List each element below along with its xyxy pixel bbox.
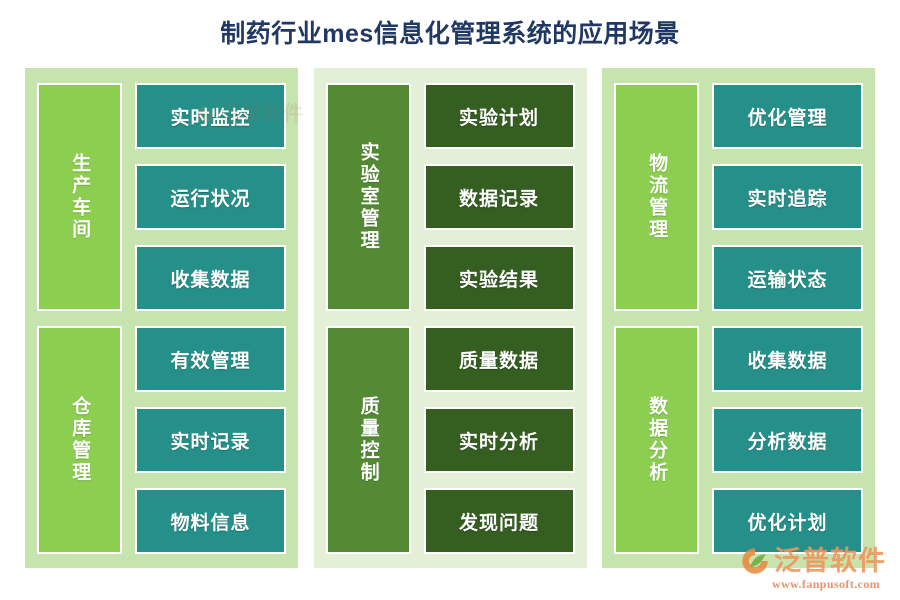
item-box[interactable]: 实验计划 [423, 83, 575, 149]
item-box[interactable]: 优化计划 [712, 488, 863, 554]
category-box-logistics-management[interactable]: 物流管理 [614, 83, 699, 311]
category-box-laboratory-management[interactable]: 实验室管理 [325, 83, 411, 311]
item-list: 实验计划 数据记录 实验结果 [423, 83, 575, 311]
item-box[interactable]: 实时记录 [135, 407, 286, 473]
item-box[interactable]: 收集数据 [135, 245, 286, 311]
item-box[interactable]: 实时分析 [423, 407, 575, 473]
group-warehouse-management: 仓库管理 有效管理 实时记录 物料信息 [37, 326, 286, 554]
item-box[interactable]: 质量数据 [423, 326, 575, 392]
item-box[interactable]: 发现问题 [423, 488, 575, 554]
item-box[interactable]: 收集数据 [712, 326, 863, 392]
item-box[interactable]: 实时追踪 [712, 164, 863, 230]
category-label: 质量控制 [357, 396, 379, 484]
item-list: 实时监控 运行状况 收集数据 [135, 83, 286, 311]
group-logistics-management: 物流管理 优化管理 实时追踪 运输状态 [614, 83, 863, 311]
item-box[interactable]: 分析数据 [712, 407, 863, 473]
category-box-data-analysis[interactable]: 数据分析 [614, 326, 699, 554]
category-label: 生产车间 [69, 153, 91, 241]
item-box[interactable]: 优化管理 [712, 83, 863, 149]
item-box[interactable]: 运输状态 [712, 245, 863, 311]
group-laboratory-management: 实验室管理 实验计划 数据记录 实验结果 [325, 83, 575, 311]
category-box-production-workshop[interactable]: 生产车间 [37, 83, 122, 311]
item-list: 质量数据 实时分析 发现问题 [423, 326, 575, 554]
brand-url: www.fanpusoft.com [772, 577, 881, 591]
category-label: 实验室管理 [357, 142, 379, 252]
item-box[interactable]: 实验结果 [423, 245, 575, 311]
column-logistics-data: 物流管理 优化管理 实时追踪 运输状态 数据分析 收集数据 分析数据 优化计划 [602, 68, 875, 568]
column-laboratory-quality: 实验室管理 实验计划 数据记录 实验结果 质量控制 质量数据 实时分析 发现问题 [313, 68, 587, 568]
item-box[interactable]: 数据记录 [423, 164, 575, 230]
group-data-analysis: 数据分析 收集数据 分析数据 优化计划 [614, 326, 863, 554]
category-box-warehouse-management[interactable]: 仓库管理 [37, 326, 122, 554]
category-label: 仓库管理 [69, 396, 91, 484]
item-box[interactable]: 物料信息 [135, 488, 286, 554]
item-box[interactable]: 运行状况 [135, 164, 286, 230]
item-box[interactable]: 有效管理 [135, 326, 286, 392]
item-list: 优化管理 实时追踪 运输状态 [712, 83, 863, 311]
group-quality-control: 质量控制 质量数据 实时分析 发现问题 [325, 326, 575, 554]
diagram-board: 生产车间 实时监控 运行状况 收集数据 仓库管理 有效管理 实时记录 物料信息 … [25, 68, 875, 568]
category-label: 数据分析 [646, 396, 668, 484]
column-production: 生产车间 实时监控 运行状况 收集数据 仓库管理 有效管理 实时记录 物料信息 [25, 68, 298, 568]
page-title: 制药行业mes信息化管理系统的应用场景 [220, 20, 680, 48]
category-box-quality-control[interactable]: 质量控制 [325, 326, 411, 554]
group-production-workshop: 生产车间 实时监控 运行状况 收集数据 [37, 83, 286, 311]
item-list: 有效管理 实时记录 物料信息 [135, 326, 286, 554]
item-box[interactable]: 实时监控 [135, 83, 286, 149]
item-list: 收集数据 分析数据 优化计划 [712, 326, 863, 554]
category-label: 物流管理 [646, 153, 668, 241]
